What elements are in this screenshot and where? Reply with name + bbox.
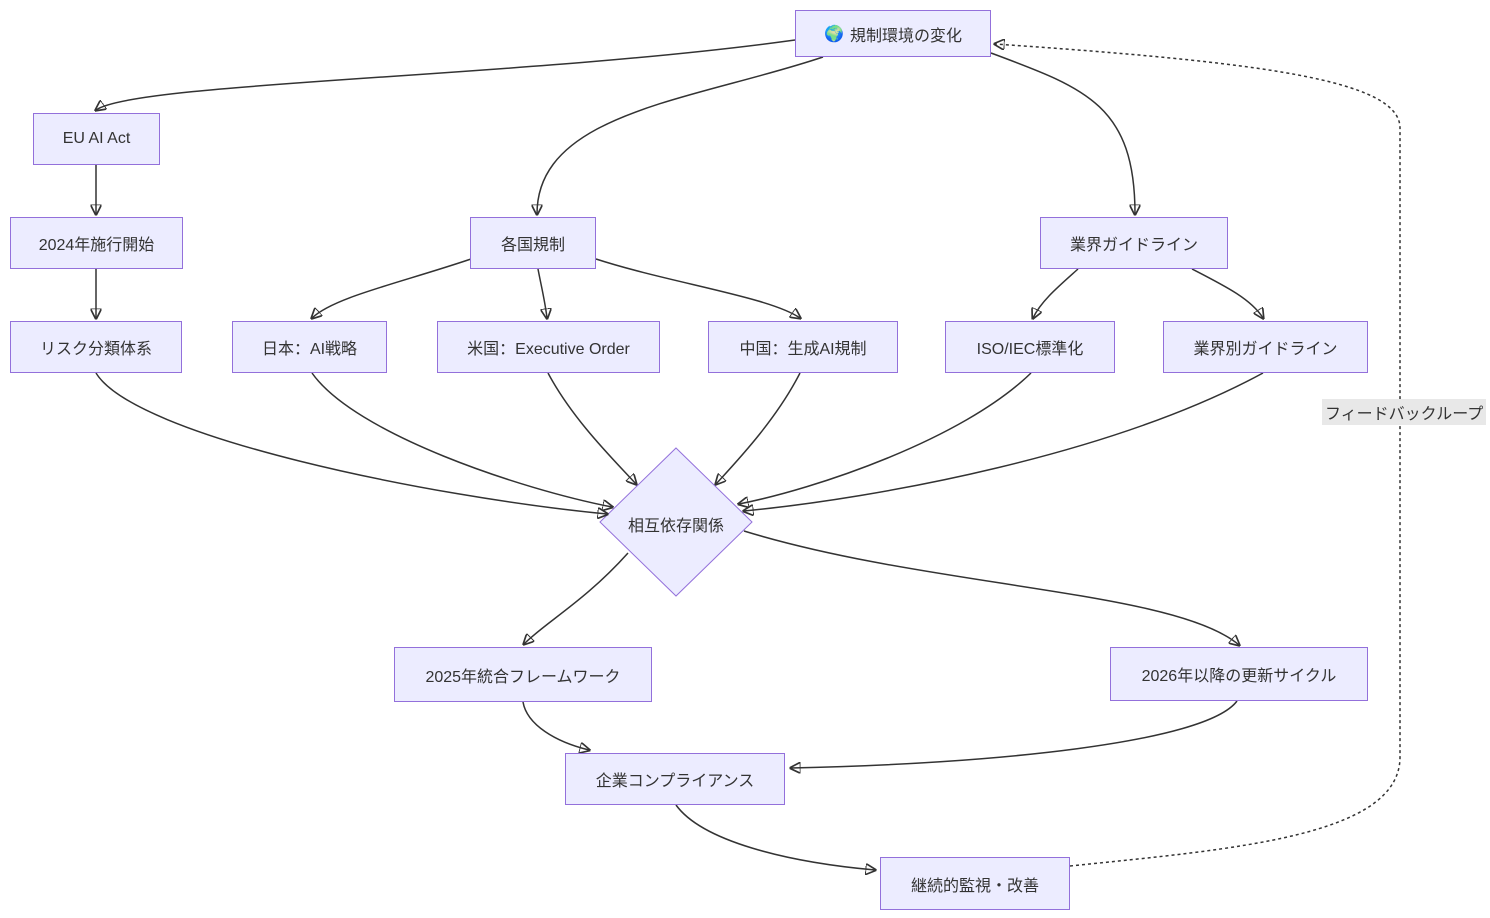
node-eu-ai-act: EU AI Act xyxy=(33,113,160,165)
edge-update-cycle-2026-to-corporate-compliance xyxy=(791,700,1238,768)
edge-label-feedback-loop: フィードバックループ xyxy=(1322,399,1487,425)
globe-icon: 🌍 xyxy=(824,25,844,43)
node-continuous-monitoring: 継続的監視・改善 xyxy=(880,857,1070,910)
edge-framework-2025-to-corporate-compliance xyxy=(522,701,589,750)
node-industry-guidelines: 業界ガイドライン xyxy=(1040,217,1228,269)
node-china-generative-ai-regulation: 中国：生成AI規制 xyxy=(708,321,898,373)
edge-change-to-national-regulations xyxy=(537,56,824,214)
node-update-cycle-2026: 2026年以降の更新サイクル xyxy=(1110,647,1368,701)
edge-corporate-compliance-to-continuous-monitoring xyxy=(675,804,875,870)
node-regulatory-environment-change: 🌍 規制環境の変化 xyxy=(795,10,991,57)
node-risk-classification: リスク分類体系 xyxy=(10,321,182,373)
edge-national-regulations-to-us xyxy=(537,268,547,318)
edge-japan-to-interdependence xyxy=(311,372,612,507)
edge-iso-iec-to-interdependence xyxy=(739,372,1032,504)
node-enforcement-2024: 2024年施行開始 xyxy=(10,217,183,269)
edge-industry-guidelines-to-sector-guidelines xyxy=(1191,268,1263,318)
edge-change-to-eu-ai-act xyxy=(96,39,796,110)
edge-interdependence-to-framework-2025 xyxy=(524,552,629,644)
node-iso-iec-standardization: ISO/IEC標準化 xyxy=(945,321,1115,373)
node-framework-2025: 2025年統合フレームワーク xyxy=(394,647,652,702)
node-national-regulations: 各国規制 xyxy=(470,217,596,269)
node-interdependence: 相互依存関係 xyxy=(627,518,724,535)
edge-change-to-industry-guidelines xyxy=(990,52,1135,214)
edge-national-regulations-to-japan xyxy=(312,258,472,318)
node-corporate-compliance: 企業コンプライアンス xyxy=(565,753,785,805)
edge-continuous-monitoring-to-change-feedback xyxy=(995,44,1401,867)
edge-us-to-interdependence xyxy=(547,372,636,484)
node-japan-ai-strategy: 日本：AI戦略 xyxy=(232,321,387,373)
node-us-executive-order: 米国：Executive Order xyxy=(437,321,660,373)
edge-industry-guidelines-to-iso-iec xyxy=(1033,268,1079,318)
edge-interdependence-to-update-cycle-2026 xyxy=(743,530,1239,645)
edge-risk-classification-to-interdependence xyxy=(95,372,607,514)
node-regulatory-environment-change-label: 規制環境の変化 xyxy=(849,27,962,45)
edge-national-regulations-to-china xyxy=(595,258,800,318)
edge-china-to-interdependence xyxy=(716,372,801,484)
node-sector-guidelines: 業界別ガイドライン xyxy=(1163,321,1368,373)
edge-sector-guidelines-to-interdependence xyxy=(744,372,1264,511)
